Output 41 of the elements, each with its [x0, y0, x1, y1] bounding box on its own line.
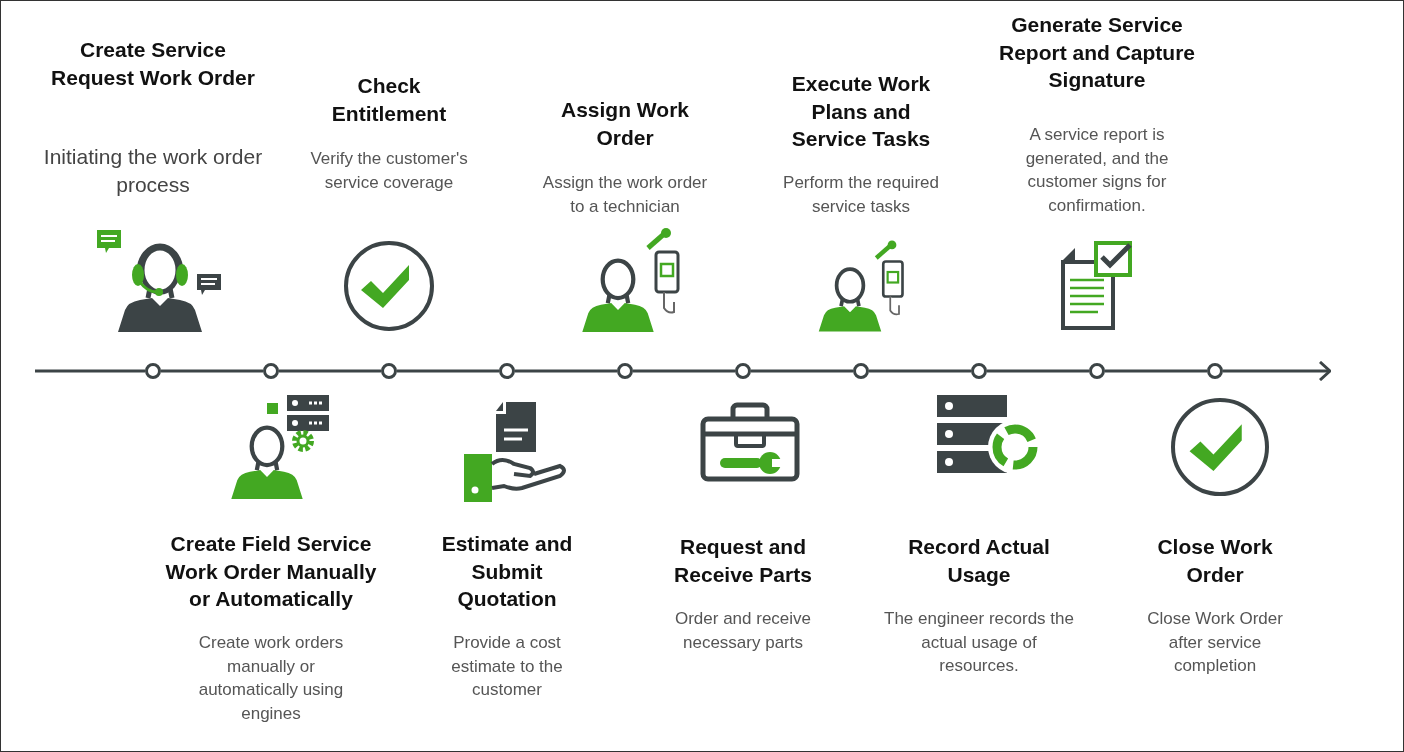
- timeline-dot: [617, 363, 633, 379]
- step-description: Order and receive necessary parts: [673, 608, 813, 654]
- step-description: Perform the required service tasks: [782, 172, 940, 218]
- step-title: Request and Receive Parts: [673, 534, 813, 588]
- step-title: Record Actual Usage: [907, 534, 1051, 588]
- step-description: Provide a cost estimate to the customer: [450, 632, 564, 701]
- timeline-dot: [1089, 363, 1105, 379]
- timeline-dot: [263, 363, 279, 379]
- step-title: Check Entitlement: [330, 73, 448, 127]
- step-description: The engineer records the actual usage of resources.: [884, 608, 1074, 677]
- timeline-line: [35, 369, 145, 373]
- timeline-line: [397, 369, 499, 373]
- timeline-line: [869, 369, 971, 373]
- step-description: Initiating the work order process: [43, 144, 263, 198]
- step-title: Execute Work Plans and Service Tasks: [790, 71, 932, 152]
- timeline-dot: [971, 363, 987, 379]
- timeline-line: [751, 369, 853, 373]
- step-title: Generate Service Report and Capture Signature: [998, 12, 1196, 93]
- step-title: Close Work Order: [1156, 534, 1274, 588]
- timeline-line: [279, 369, 381, 373]
- timeline-dot: [1207, 363, 1223, 379]
- step-description: Assign the work order to a technician: [541, 172, 709, 218]
- timeline-line: [633, 369, 735, 373]
- timeline-dot: [381, 363, 397, 379]
- step-title: Create Field Service Work Order Manually or Automatically: [164, 531, 378, 612]
- timeline-line: [1105, 369, 1207, 373]
- step-title: Estimate and Submit Quotation: [440, 531, 574, 612]
- step-description: A service report is generated, and the customer signs for confirmation.: [1024, 124, 1170, 217]
- timeline-dot: [145, 363, 161, 379]
- step-title: Create Service Request Work Order: [50, 37, 256, 91]
- step-description: Close Work Order after service completion: [1146, 608, 1284, 677]
- step-description: Verify the customer's service coverage: [309, 148, 469, 194]
- timeline-line: [161, 369, 263, 373]
- timeline-arrow: [1223, 360, 1332, 382]
- timeline-dot: [735, 363, 751, 379]
- timeline-line: [987, 369, 1089, 373]
- timeline-dot: [499, 363, 515, 379]
- timeline-line: [515, 369, 617, 373]
- step-description: Create work orders manually or automatically using engines: [197, 632, 345, 725]
- step-title: Assign Work Order: [560, 97, 690, 151]
- timeline-dot: [853, 363, 869, 379]
